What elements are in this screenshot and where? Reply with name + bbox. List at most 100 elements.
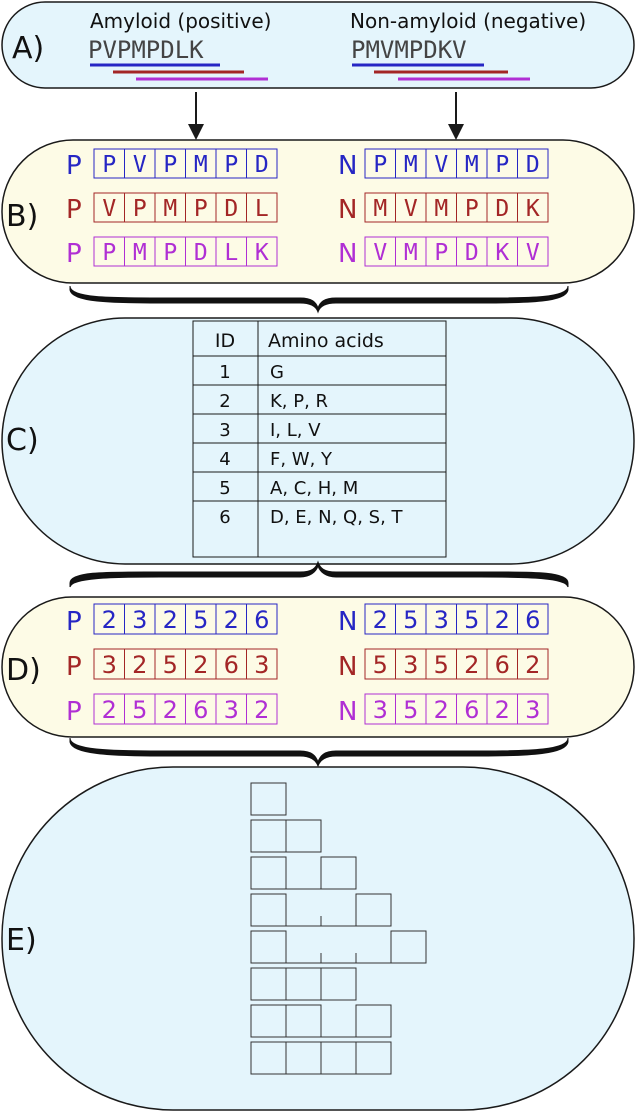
table-cell-amino-acids: G [270, 362, 284, 383]
negative-tag: N [338, 195, 357, 225]
panel-c-label: C) [6, 423, 39, 458]
table-cell-amino-acids: K, P, R [270, 391, 328, 412]
pattern-box [320, 967, 357, 1001]
cell-box [246, 648, 278, 680]
cell-value: P [102, 240, 116, 266]
cell-value: 6 [193, 696, 208, 724]
pattern-box [355, 1041, 392, 1075]
cell-value: D [526, 152, 540, 178]
table-header-id: ID [215, 330, 235, 352]
panel-d-background [1, 596, 635, 738]
cell-value: 2 [102, 696, 117, 724]
pattern-box [355, 1004, 392, 1038]
positive-tag: P [66, 697, 82, 727]
cell-value: P [194, 196, 208, 222]
cell-box [517, 648, 549, 680]
cell-value: 5 [434, 651, 449, 679]
cell-value: V [404, 196, 418, 222]
cell-value: 2 [434, 696, 449, 724]
negative-tag: N [338, 239, 357, 269]
cell-value: D [194, 240, 208, 266]
table-cell-amino-acids: D, E, N, Q, S, T [270, 507, 404, 528]
cell-value: 2 [254, 696, 269, 724]
cell-value: 3 [132, 606, 147, 634]
cell-value: V [373, 240, 387, 266]
pattern-box [320, 856, 357, 890]
cell-value: P [495, 152, 509, 178]
cell-box [246, 192, 278, 223]
brace-d-to-e [69, 737, 569, 768]
cell-box [517, 236, 549, 267]
cell-value: 2 [163, 606, 178, 634]
panel-a-label: A) [12, 31, 44, 66]
cell-value: 5 [132, 696, 147, 724]
pattern-box [390, 930, 427, 964]
pattern-box [250, 856, 287, 890]
negative-tag: N [338, 652, 357, 682]
cell-value: V [526, 240, 540, 266]
cell-value: V [102, 196, 116, 222]
cell-value: 3 [434, 606, 449, 634]
cell-value: 3 [403, 651, 418, 679]
positive-tag: P [66, 607, 82, 637]
positive-title: Amyloid (positive) [90, 9, 271, 33]
cell-value: M [465, 152, 479, 178]
positive-tag: P [66, 239, 82, 269]
cell-value: M [163, 196, 177, 222]
cell-value: P [224, 152, 238, 178]
table-cell-amino-acids: I, L, V [270, 420, 321, 441]
table-header-amino-acids: Amino acids [268, 330, 384, 352]
pattern-box [250, 930, 287, 964]
cell-box [246, 236, 278, 267]
cell-box [517, 693, 549, 725]
panel-e: E) [1, 766, 635, 1111]
cell-value: 3 [254, 651, 269, 679]
cell-value: V [133, 152, 147, 178]
cell-value: 5 [373, 651, 388, 679]
cell-value: 6 [464, 696, 479, 724]
negative-sequence: PMVMPDKV [351, 36, 467, 64]
cell-value: M [404, 152, 418, 178]
pattern-box [285, 819, 322, 853]
cell-value: P [373, 152, 387, 178]
cell-value: 2 [373, 606, 388, 634]
panel-e-background [1, 766, 635, 1111]
pattern-box [250, 782, 287, 816]
cell-value: 6 [224, 651, 239, 679]
cell-value: 2 [163, 696, 178, 724]
cell-value: 2 [495, 696, 510, 724]
panel-b-label: B) [6, 199, 38, 234]
positive-sequence: PVPMPDLK [88, 36, 204, 64]
panel-e-label: E) [6, 923, 37, 958]
cell-value: 2 [525, 651, 540, 679]
cell-value: 3 [102, 651, 117, 679]
brace-c-to-d [69, 560, 569, 588]
cell-value: K [526, 196, 540, 222]
positive-tag: P [66, 652, 82, 682]
cell-value: 5 [193, 606, 208, 634]
cell-value: 2 [464, 651, 479, 679]
cell-value: M [194, 152, 208, 178]
cell-value: 3 [525, 696, 540, 724]
cell-value: 3 [373, 696, 388, 724]
cell-value: P [434, 240, 448, 266]
cell-box [517, 148, 549, 179]
negative-tag: N [338, 607, 357, 637]
table-cell-id: 3 [219, 420, 230, 441]
cell-value: 2 [193, 651, 208, 679]
cell-value: K [255, 240, 269, 266]
cell-value: D [224, 196, 238, 222]
gap-patterns [250, 782, 427, 1075]
cell-value: M [404, 240, 418, 266]
positive-tag: P [66, 151, 82, 181]
cell-value: 5 [163, 651, 178, 679]
cell-value: 5 [403, 606, 418, 634]
cell-value: 2 [102, 606, 117, 634]
